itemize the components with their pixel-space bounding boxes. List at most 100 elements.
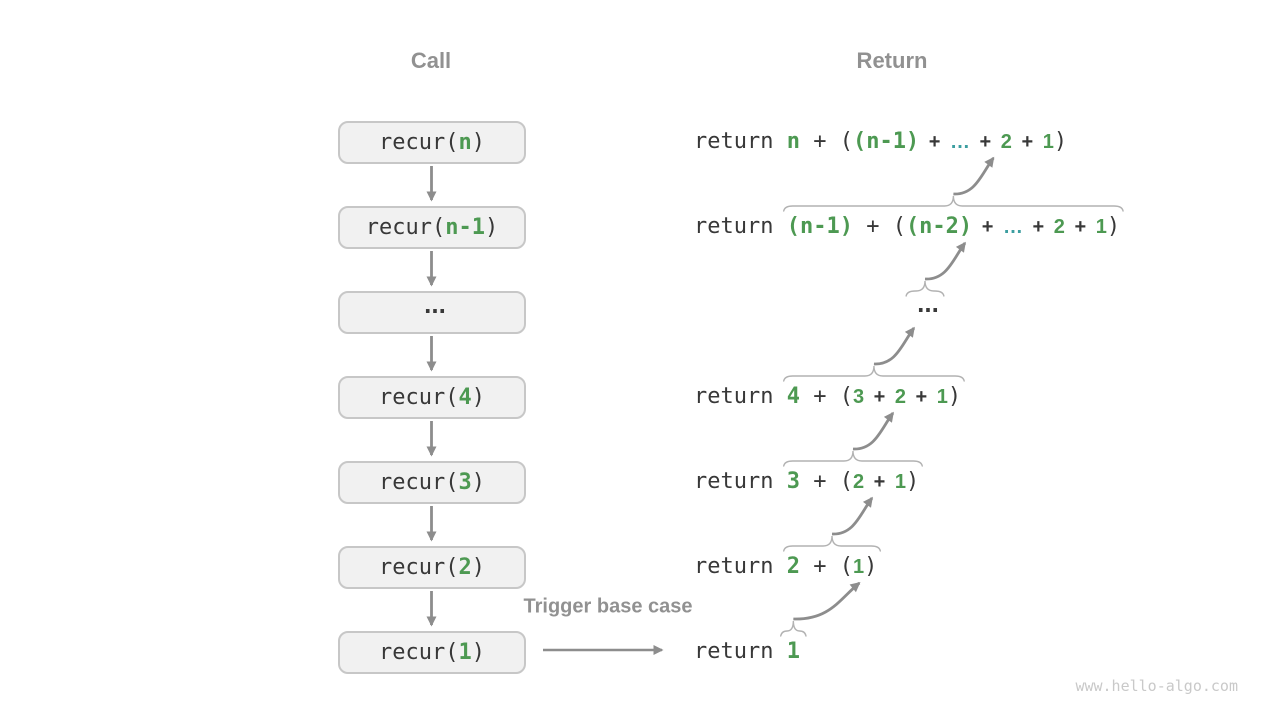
code-segment: 1 [852, 555, 865, 578]
code-segment: + ( [799, 468, 853, 494]
result-brace [783, 450, 923, 467]
return-line: return 1 [694, 639, 800, 665]
return-value-arrow [953, 156, 995, 196]
code-segment: return [694, 213, 787, 239]
return-keyword: return [694, 384, 787, 409]
code-segment: + [1022, 215, 1054, 238]
code-segment: recur( [379, 384, 459, 410]
return-expression: (n-1) + ((n-2) + … + 2 + 1) [787, 214, 1120, 239]
call-box: recur(1) [338, 630, 526, 674]
code-segment: … [949, 130, 970, 153]
code-segment: ) [471, 554, 485, 580]
code-segment: 1 [458, 639, 472, 665]
code-segment: + ( [852, 213, 906, 239]
code-segment: 3 [852, 385, 865, 408]
code-segment: recur( [379, 554, 459, 580]
code-segment: 2 [1053, 215, 1065, 238]
return-expression: 4 + (3 + 2 + 1) [787, 384, 961, 409]
code-segment: 2 [1000, 130, 1012, 153]
code-segment: + [906, 385, 937, 408]
return-line: return 2 + (1) [694, 554, 877, 580]
code-segment: ··· [421, 299, 449, 325]
code-segment: recur( [365, 214, 446, 240]
return-column-header: Return [856, 48, 928, 73]
result-brace [783, 365, 965, 382]
result-brace [783, 535, 882, 552]
code-segment: n [786, 128, 800, 154]
code-segment: n-1 [445, 214, 485, 240]
code-segment: 4 [458, 384, 472, 410]
code-segment: return [694, 128, 787, 154]
code-segment: + ( [799, 383, 853, 409]
code-segment: ) [471, 129, 485, 155]
code-segment: 4 [786, 383, 800, 409]
code-segment: recur( [379, 469, 459, 495]
code-segment: 1 [786, 638, 800, 664]
code-segment: return [694, 468, 787, 494]
code-segment: 2 [458, 554, 472, 580]
result-brace [905, 280, 945, 297]
code-segment: + [864, 385, 895, 408]
call-column-header: Call [410, 48, 452, 73]
code-segment: 1 [894, 470, 906, 493]
code-segment: + [969, 130, 1001, 153]
watermark-text: www.hello-algo.com [1075, 677, 1238, 695]
return-value-arrow [793, 581, 861, 621]
return-value-arrow [852, 411, 895, 451]
return-keyword: return [694, 639, 787, 664]
code-segment: recur( [379, 129, 459, 155]
return-line: return n + ((n-1) + … + 2 + 1) [694, 129, 1067, 155]
result-brace [780, 620, 807, 637]
return-keyword: return [694, 554, 787, 579]
code-segment: ) [471, 384, 485, 410]
code-segment: + [1064, 215, 1096, 238]
return-line: return 3 + (2 + 1) [694, 469, 919, 495]
code-segment: (n-1) [852, 128, 920, 154]
code-segment: return [694, 553, 787, 579]
return-expression: 1 [787, 639, 800, 664]
code-segment: + [919, 130, 950, 153]
call-box: recur(3) [338, 460, 526, 504]
code-segment: ) [1053, 128, 1068, 154]
code-segment: 1 [1095, 215, 1107, 238]
code-segment: ) [864, 553, 878, 579]
code-segment: ) [471, 469, 485, 495]
code-segment: + ( [799, 128, 853, 154]
code-segment: … [1002, 215, 1023, 238]
code-segment: 2 [852, 470, 865, 493]
code-segment: 3 [458, 469, 472, 495]
return-expression: 3 + (2 + 1) [787, 469, 920, 494]
return-expression: 2 + (1) [787, 554, 878, 579]
code-segment: + [1011, 130, 1043, 153]
return-line-ellipsis: ··· [914, 298, 942, 325]
code-segment: ) [471, 639, 485, 665]
return-line: return 4 + (3 + 2 + 1) [694, 384, 961, 410]
return-value-arrow [924, 241, 967, 281]
code-segment: + [972, 215, 1003, 238]
return-keyword: return [694, 469, 787, 494]
call-box: recur(n-1) [338, 205, 526, 249]
code-segment: ) [484, 214, 499, 240]
code-segment: ··· [914, 298, 942, 324]
code-segment: 2 [894, 385, 906, 408]
code-segment: + ( [799, 553, 853, 579]
code-segment: return [694, 638, 787, 664]
code-segment: n [458, 129, 472, 155]
return-value-arrow [831, 496, 874, 536]
code-segment: ) [906, 468, 920, 494]
result-brace [783, 195, 1124, 212]
code-segment: ) [947, 383, 962, 409]
code-segment: 2 [786, 553, 800, 579]
call-box: recur(2) [338, 545, 526, 589]
return-line: return (n-1) + ((n-2) + … + 2 + 1) [694, 214, 1120, 240]
call-box: recur(n) [338, 120, 526, 164]
call-box: recur(4) [338, 375, 526, 419]
return-expression: n + ((n-1) + … + 2 + 1) [787, 129, 1067, 154]
code-segment: 3 [786, 468, 800, 494]
code-segment: + [864, 470, 895, 493]
code-segment: (n-1) [786, 213, 853, 239]
return-value-arrow [873, 326, 916, 366]
code-segment: (n-2) [905, 213, 973, 239]
code-segment: 1 [1042, 130, 1054, 153]
